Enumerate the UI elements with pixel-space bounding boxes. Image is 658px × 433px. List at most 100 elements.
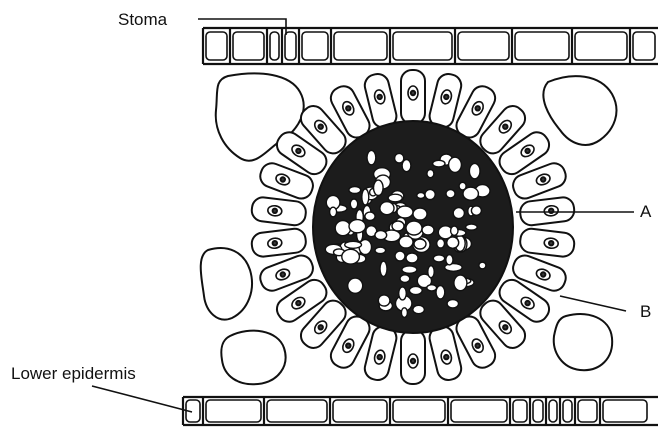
lower-epidermis-cell bbox=[393, 400, 445, 422]
vascular-bundle bbox=[313, 121, 513, 333]
lower-epidermis-cell bbox=[549, 400, 557, 422]
nucleus-spot bbox=[503, 325, 507, 329]
vascular-cell bbox=[349, 187, 361, 194]
vascular-cell bbox=[413, 305, 425, 313]
vascular-cell bbox=[417, 193, 425, 199]
nucleus-spot bbox=[525, 301, 529, 305]
vascular-cell bbox=[330, 207, 337, 217]
vascular-cell bbox=[427, 285, 437, 291]
vascular-cell bbox=[447, 300, 458, 308]
xylem-cell bbox=[399, 236, 413, 248]
vascular-cell bbox=[433, 160, 445, 167]
vascular-cell bbox=[466, 224, 478, 230]
nucleus-spot bbox=[541, 272, 545, 276]
vascular-cell bbox=[350, 199, 357, 209]
nucleus-spot bbox=[273, 241, 277, 245]
mesophyll-cell bbox=[543, 76, 616, 145]
nucleus-spot bbox=[319, 125, 323, 129]
vascular-cell bbox=[449, 157, 462, 172]
lower-epidermis-label: Lower epidermis bbox=[11, 365, 136, 382]
vascular-cell bbox=[446, 190, 455, 198]
vascular-cell bbox=[446, 255, 453, 265]
vascular-cell bbox=[437, 239, 445, 248]
xylem-cell bbox=[413, 208, 427, 220]
vascular-cell bbox=[335, 221, 350, 236]
b-pointer-line bbox=[560, 296, 626, 311]
vascular-cell bbox=[402, 160, 411, 172]
vascular-cell bbox=[375, 247, 386, 253]
upper-epidermis-cell bbox=[302, 32, 328, 60]
lower-epidermis-pointer-line bbox=[92, 386, 192, 412]
stoma-label: Stoma bbox=[118, 11, 167, 28]
upper-epidermis-cell bbox=[285, 32, 296, 60]
upper-epidermis bbox=[203, 28, 658, 64]
lower-epidermis-cell bbox=[513, 400, 527, 422]
mesophyll-cell bbox=[201, 248, 252, 320]
nucleus-spot bbox=[319, 325, 323, 329]
xylem-cell bbox=[395, 251, 405, 261]
vascular-cell bbox=[453, 208, 464, 219]
vascular-cell bbox=[447, 237, 459, 248]
vascular-cell bbox=[425, 189, 435, 199]
vascular-cell bbox=[399, 287, 407, 300]
nucleus-spot bbox=[525, 149, 529, 153]
lower-epidermis bbox=[183, 397, 658, 425]
upper-epidermis-cell bbox=[515, 32, 569, 60]
vascular-cell bbox=[451, 226, 458, 235]
lower-epidermis-cell bbox=[451, 400, 507, 422]
vascular-cell bbox=[388, 194, 402, 202]
lower-epidermis-cell bbox=[578, 400, 597, 422]
nucleus-spot bbox=[296, 149, 300, 153]
nucleus-spot bbox=[549, 241, 553, 245]
lower-epidermis-cell bbox=[333, 400, 387, 422]
vascular-cell bbox=[400, 275, 410, 283]
upper-epidermis-cell bbox=[458, 32, 509, 60]
nucleus-spot bbox=[444, 355, 448, 359]
vascular-cell bbox=[401, 308, 407, 318]
nucleus-spot bbox=[503, 125, 507, 129]
vascular-cell bbox=[428, 266, 434, 278]
lower-epidermis-cell bbox=[533, 400, 543, 422]
lower-epidermis-cell bbox=[603, 400, 647, 422]
vascular-cell bbox=[375, 231, 387, 240]
vascular-cell bbox=[436, 286, 445, 299]
upper-epidermis-cell bbox=[270, 32, 279, 60]
lower-epidermis-cell bbox=[267, 400, 327, 422]
upper-epidermis-cell bbox=[206, 32, 227, 60]
nucleus-spot bbox=[273, 209, 277, 213]
xylem-cell bbox=[422, 225, 434, 235]
vascular-cell bbox=[378, 295, 390, 306]
vascular-cell bbox=[469, 163, 480, 178]
nucleus-spot bbox=[541, 177, 545, 181]
vascular-cell bbox=[362, 189, 369, 205]
label-a: A bbox=[640, 203, 651, 220]
nucleus-spot bbox=[296, 301, 300, 305]
vascular-cell bbox=[348, 278, 363, 293]
upper-epidermis-cell bbox=[334, 32, 387, 60]
vascular-cell bbox=[471, 206, 481, 215]
nucleus-spot bbox=[346, 106, 350, 110]
vascular-cell bbox=[380, 202, 394, 215]
nucleus-spot bbox=[476, 106, 480, 110]
vascular-cell bbox=[374, 180, 384, 195]
vascular-cell bbox=[365, 212, 375, 220]
lower-epidermis-cell bbox=[563, 400, 572, 422]
upper-epidermis-cell bbox=[633, 32, 655, 60]
xylem-cell bbox=[406, 221, 422, 235]
vascular-cell bbox=[402, 266, 417, 273]
vascular-cell bbox=[367, 150, 376, 164]
xylem-cell bbox=[414, 239, 426, 249]
xylem-cell bbox=[392, 221, 404, 231]
vascular-cell bbox=[342, 249, 360, 264]
vascular-cell bbox=[349, 220, 366, 233]
upper-epidermis-cell bbox=[575, 32, 627, 60]
vascular-cell bbox=[479, 262, 486, 269]
upper-epidermis-cell bbox=[233, 32, 264, 60]
nucleus-spot bbox=[281, 272, 285, 276]
nucleus-spot bbox=[444, 95, 448, 99]
vascular-cell bbox=[380, 261, 387, 276]
nucleus-spot bbox=[281, 177, 285, 181]
nucleus-spot bbox=[346, 344, 350, 348]
nucleus-spot bbox=[378, 95, 382, 99]
